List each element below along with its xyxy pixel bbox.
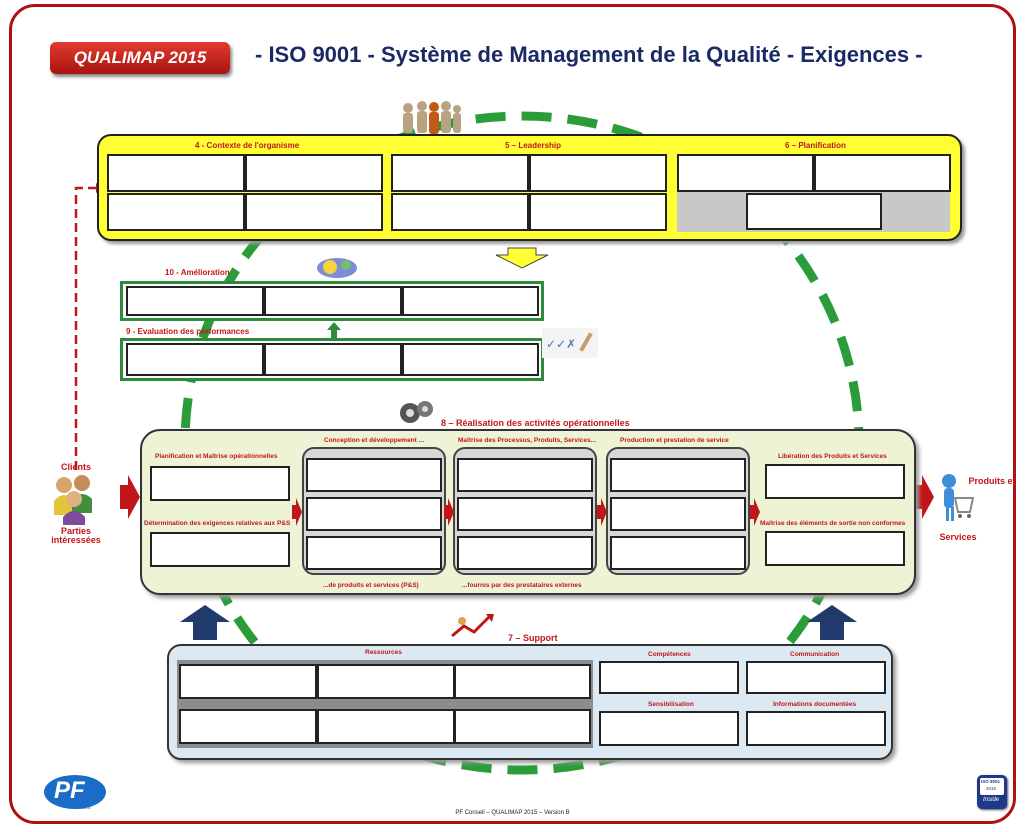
services-label: Services — [939, 532, 977, 542]
clients-people-icon — [54, 475, 92, 525]
design-box — [306, 497, 442, 531]
support-arrow-left — [180, 605, 230, 640]
pf-logo-text: PF — [54, 777, 85, 804]
context-box — [245, 154, 383, 192]
pf-logo-subtext: conseil — [72, 805, 91, 811]
design-box — [306, 536, 442, 570]
checklist-icon: ✓✓✗ — [542, 328, 598, 358]
control-label-bottom: ...fournis par des prestataires externes — [462, 582, 582, 589]
planning-box — [677, 154, 814, 192]
resource-box — [317, 664, 455, 699]
improvement-box — [126, 286, 264, 316]
leadership-box — [529, 193, 667, 231]
down-arrow — [495, 247, 549, 269]
section-6-title: 6 – Planification — [785, 141, 846, 150]
up-arrow-green — [327, 322, 341, 338]
context-box — [107, 193, 245, 231]
iso-logo-line3: Inside — [983, 797, 1000, 803]
leadership-box — [391, 154, 529, 192]
production-box — [610, 458, 746, 492]
svg-text:✓✓✗: ✓✓✗ — [546, 337, 576, 351]
page-title: - ISO 9001 - Système de Management de la… — [255, 42, 923, 67]
evaluation-box — [264, 343, 402, 376]
products-label: Produits et — [968, 476, 1016, 486]
planning-box — [746, 193, 882, 230]
nonconform-label: Maîtrise des éléments de sortie non conf… — [760, 520, 906, 527]
competences-box — [599, 661, 739, 694]
footer-text: PF Conseil – QUALIMAP 2015 – Version B — [455, 810, 570, 816]
nonconform-box — [765, 531, 905, 566]
control-box — [457, 536, 593, 570]
improvement-box — [264, 286, 402, 316]
resource-box — [454, 709, 591, 744]
page-frame — [9, 4, 1016, 824]
input-arrow — [120, 475, 140, 519]
release-label: Libération des Produits et Services — [778, 453, 887, 460]
control-box — [457, 458, 593, 492]
planning-box — [814, 154, 951, 192]
design-label-bottom: ...de produits et services (P&S) — [323, 582, 419, 589]
documented-info-box — [746, 711, 886, 746]
section-10-title: 10 - Amélioration — [165, 268, 230, 277]
release-box — [765, 464, 905, 499]
communication-box — [746, 661, 886, 694]
section-8-title: 8 – Réalisation des activités opérationn… — [441, 418, 630, 428]
production-box — [610, 536, 746, 570]
resource-box — [317, 709, 455, 744]
iso-logo-inner: ISO 9001 2015 — [980, 778, 1004, 795]
evaluation-box — [126, 343, 264, 376]
context-box — [245, 193, 383, 231]
planning-label: Planification et Maîtrise opérationnelle… — [155, 453, 278, 460]
production-box — [610, 497, 746, 531]
planning-op-box — [150, 466, 290, 501]
resources-label: Ressources — [365, 649, 402, 656]
improvement-box — [402, 286, 539, 316]
awareness-label: Sensibilisation — [648, 701, 694, 708]
control-box — [457, 497, 593, 531]
leadership-box — [391, 193, 529, 231]
section-7-title: 7 – Support — [508, 633, 558, 643]
feedback-dashed-line — [74, 186, 96, 470]
growth-chart-icon — [451, 614, 494, 638]
pf-conseil-logo: PF conseil — [44, 775, 106, 811]
iso-logo-line2: 2015 — [986, 786, 997, 791]
team-icon — [403, 101, 461, 134]
requirements-label: Détermination des exigences relatives au… — [144, 520, 291, 527]
section-5-title: 5 – Leadership — [505, 141, 562, 150]
control-label-top: Maîtrise des Processus, Produits, Servic… — [458, 437, 597, 444]
resource-box — [179, 664, 317, 699]
design-label-top: Conception et développement ... — [324, 437, 425, 444]
section-4-title: 4 - Contexte de l'organisme — [195, 141, 300, 150]
resource-box — [179, 709, 317, 744]
output-arrow — [914, 475, 934, 519]
qualimap-badge: QUALIMAP 2015 — [50, 42, 230, 74]
iso-logo-line1: ISO 9001 — [981, 779, 1001, 784]
evaluation-box — [402, 343, 539, 376]
competences-label: Compétences — [648, 651, 691, 658]
clients-label: Clients — [60, 462, 91, 472]
awareness-box — [599, 711, 739, 746]
parties-label: Parties intéressées — [51, 526, 101, 545]
communication-label: Communication — [790, 651, 840, 658]
production-label: Production et prestation de service — [620, 437, 729, 444]
gears-icon — [400, 401, 433, 423]
documented-info-label: Informations documentées — [773, 701, 857, 708]
support-arrow-right — [807, 605, 857, 640]
improvement-icon — [317, 258, 357, 278]
shopping-cart-icon — [942, 474, 975, 521]
context-box — [107, 154, 245, 192]
section-9-title: 9 - Evaluation des performances — [126, 327, 250, 336]
iso-inside-logo: ISO 9001 2015 Inside — [977, 775, 1007, 809]
requirements-box — [150, 532, 290, 567]
design-box — [306, 458, 442, 492]
leadership-box — [529, 154, 667, 192]
resource-box — [454, 664, 591, 699]
